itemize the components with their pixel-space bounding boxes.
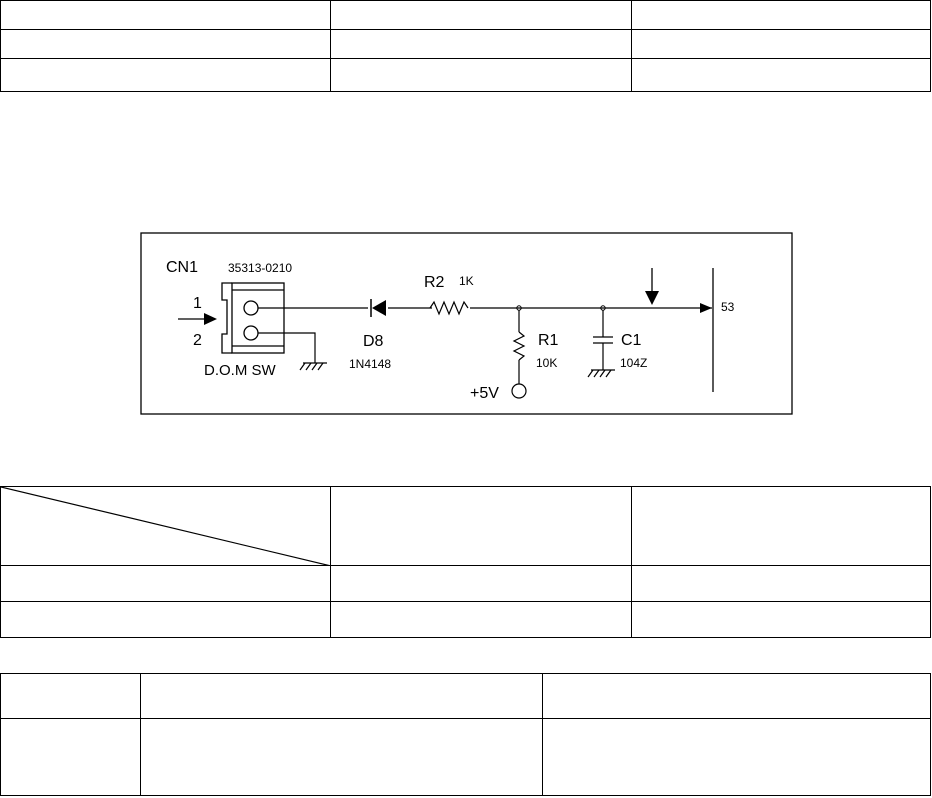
diagonal-header-cell: [0, 486, 331, 566]
table-row: [0, 718, 931, 796]
resistor-r1-icon: [511, 310, 527, 399]
connector-part: 35313-0210: [228, 261, 292, 275]
table-cell: [542, 718, 931, 796]
diode-part: 1N4148: [349, 357, 391, 371]
connector-pin2: 2: [193, 332, 202, 349]
top-table: [0, 0, 931, 92]
connector-ref: CN1: [166, 259, 198, 276]
resistor-r2-icon: [429, 300, 470, 316]
table-row: [0, 58, 931, 92]
bottom-table: [0, 673, 931, 796]
connector-name: D.O.M SW: [204, 362, 277, 379]
middle-table: [0, 486, 931, 638]
diagonal-line: [1, 487, 331, 566]
table-cell: [631, 29, 931, 59]
ground-symbol-icon: [258, 332, 327, 371]
ic-pin-number: 53: [721, 300, 735, 314]
ground-symbol-icon: [587, 369, 615, 378]
c1-value: 104Z: [620, 356, 647, 370]
table-cell: [330, 601, 632, 638]
table-row: [0, 601, 931, 638]
table-cell: [140, 718, 543, 796]
table-cell: [542, 673, 931, 719]
table-cell: [330, 565, 632, 602]
input-arrow-icon: [178, 313, 217, 325]
table-cell: [0, 58, 331, 92]
r2-ref: R2: [424, 274, 445, 291]
connector-pin1: 1: [193, 295, 202, 312]
table-cell: [631, 0, 931, 30]
table-cell: [0, 601, 331, 638]
table-header-row: [0, 486, 931, 566]
connector-body: [221, 282, 285, 354]
table-cell: [330, 58, 632, 92]
diode-symbol-icon: [368, 299, 388, 317]
table-cell: [631, 601, 931, 638]
down-arrow-icon: [645, 268, 659, 305]
schematic-frame: [140, 232, 793, 415]
diode-ref: D8: [363, 333, 384, 350]
supply-label: +5V: [470, 385, 499, 402]
table-cell: [631, 565, 931, 602]
table-cell: [0, 673, 141, 719]
r1-ref: R1: [538, 332, 559, 349]
arrowhead-icon: [700, 303, 712, 313]
r1-value: 10K: [536, 356, 557, 370]
capacitor-c1-icon: [593, 310, 613, 370]
c1-ref: C1: [621, 332, 642, 349]
r2-value: 1K: [459, 274, 474, 288]
table-cell: [631, 58, 931, 92]
table-row: [0, 565, 931, 602]
table-cell: [0, 718, 141, 796]
